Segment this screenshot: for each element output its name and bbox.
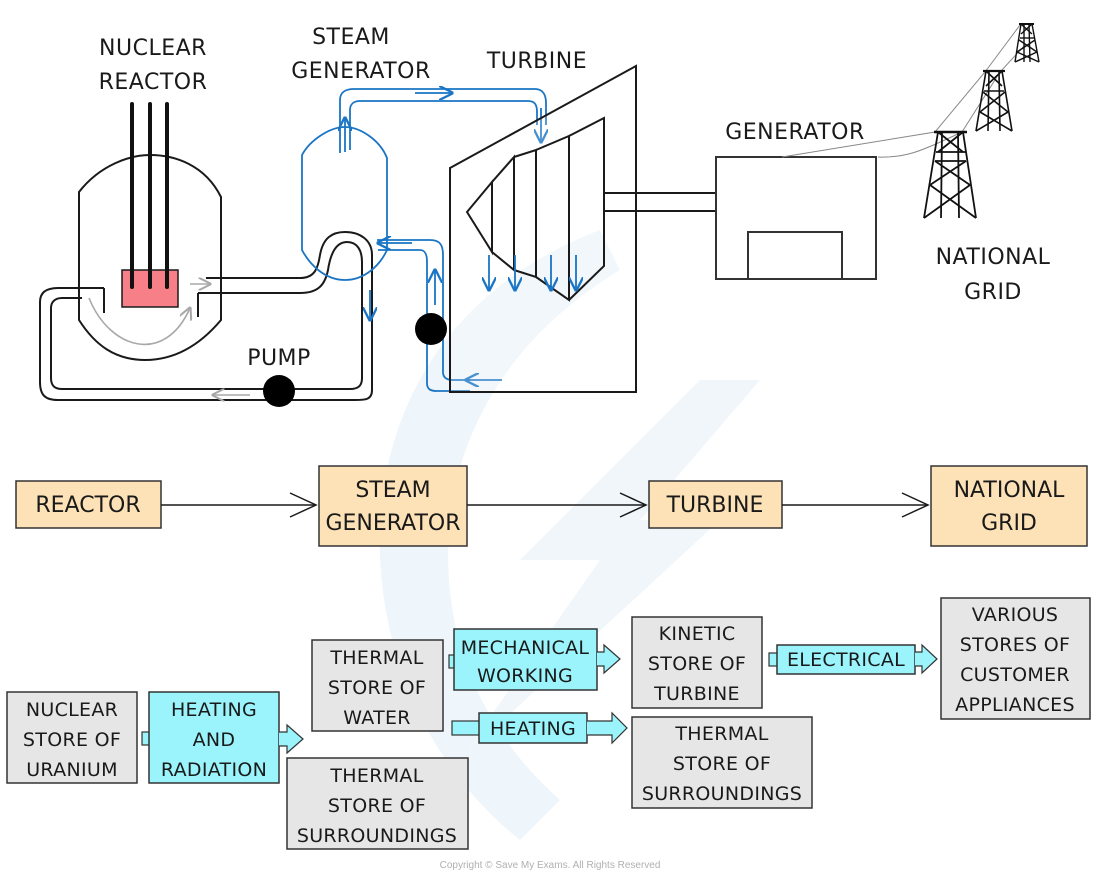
flow-step-label: REACTOR	[35, 493, 140, 518]
turbine-blade	[465, 179, 493, 256]
flow-arrowhead	[619, 492, 648, 518]
transfer-electrical	[776, 644, 916, 675]
process-flow-chart: REACTOR STEAM GENERATOR TURBINE NATIONAL…	[15, 465, 1088, 547]
store-thermal-surroundings	[286, 757, 469, 850]
transfer-heating-radiation	[148, 691, 280, 784]
flow-step-national-grid	[930, 465, 1088, 547]
transfer-mechanical-working	[453, 628, 598, 691]
flow-step-label: NATIONAL	[954, 478, 1066, 503]
label-turbine: TURBINE	[486, 49, 587, 74]
store-label: SURROUNDINGS	[642, 783, 802, 805]
feedwater-pump	[415, 313, 447, 345]
flow-step-label: GENERATOR	[325, 511, 460, 536]
store-label: APPLIANCES	[955, 694, 1075, 716]
store-label: STORE OF	[648, 653, 746, 675]
flow-step-turbine	[648, 480, 783, 529]
label-generator: GENERATOR	[725, 120, 865, 145]
flow-arrowhead	[289, 492, 318, 518]
copyright-notice: Copyright © Save My Exams. All Rights Re…	[439, 860, 661, 871]
flow-arrowhead	[901, 492, 930, 518]
store-label: CUSTOMER	[960, 664, 1070, 686]
label-steam-generator-1: STEAM	[312, 25, 390, 50]
store-label: STORES OF	[960, 634, 1071, 656]
primary-coolant-loop	[39, 230, 373, 401]
label-pump: PUMP	[247, 346, 311, 371]
energy-transfer-diagram: NUCLEAR STORE OF URANIUM HEATING AND RAD…	[6, 597, 1091, 850]
pylon-large	[923, 130, 977, 219]
transfer-label: ELECTRICAL	[787, 649, 905, 671]
pylon-medium	[975, 69, 1013, 132]
store-label: STORE OF	[23, 729, 121, 751]
coolant-flow-arrow	[88, 297, 190, 346]
transfer-label: HEATING	[490, 718, 576, 740]
transfer-arrow-head	[587, 711, 628, 745]
exhaust-steam-arrows	[489, 255, 576, 290]
transfer-label: HEATING	[171, 699, 257, 721]
primary-pump	[263, 375, 295, 407]
store-label: TURBINE	[653, 683, 740, 705]
transfer-arrow-head	[915, 643, 938, 675]
store-label: WATER	[343, 707, 411, 729]
store-label: THERMAL	[674, 723, 768, 745]
label-nuclear-reactor-2: REACTOR	[99, 70, 208, 95]
label-steam-generator-2: GENERATOR	[291, 59, 431, 84]
store-thermal-surroundings	[631, 716, 813, 809]
label-national-grid-1: NATIONAL	[936, 245, 1051, 270]
transfer-arrow-tail	[451, 720, 481, 736]
store-nuclear-uranium	[6, 691, 138, 784]
transfer-label: MECHANICAL	[461, 637, 590, 659]
flow-step-label: STEAM	[355, 478, 430, 503]
transfer-label: RADIATION	[161, 759, 267, 781]
pylon-small	[1014, 23, 1040, 63]
transfer-label: AND	[193, 729, 236, 751]
flow-step-steam-generator	[318, 465, 468, 547]
transfer-label: WORKING	[477, 665, 573, 687]
turbine-blade	[513, 148, 537, 279]
turbine-blade	[491, 154, 515, 273]
store-label: STORE OF	[328, 795, 426, 817]
transfer-heating	[478, 712, 588, 744]
store-label: THERMAL	[329, 647, 423, 669]
store-label: VARIOUS	[972, 604, 1059, 626]
store-label: KINETIC	[659, 623, 736, 645]
label-nuclear-reactor-1: NUCLEAR	[99, 36, 207, 61]
store-label: NUCLEAR	[26, 699, 118, 721]
transfer-arrow-head	[597, 643, 621, 675]
store-label: STORE OF	[673, 753, 771, 775]
store-kinetic-turbine	[631, 616, 763, 709]
flow-step-label: GRID	[981, 511, 1037, 536]
label-national-grid-2: GRID	[964, 280, 1022, 305]
generator	[715, 156, 877, 280]
store-label: SURROUNDINGS	[297, 825, 457, 847]
store-label: URANIUM	[26, 759, 118, 781]
store-thermal-water	[311, 639, 444, 732]
transfer-arrow-head	[279, 723, 304, 755]
store-label: STORE OF	[328, 677, 426, 699]
store-customer-appliances	[940, 597, 1091, 720]
store-label: THERMAL	[329, 765, 423, 787]
flow-step-reactor	[15, 480, 162, 529]
nuclear-reactor	[78, 102, 222, 362]
flow-step-label: TURBINE	[666, 493, 764, 518]
turbine	[449, 64, 715, 393]
